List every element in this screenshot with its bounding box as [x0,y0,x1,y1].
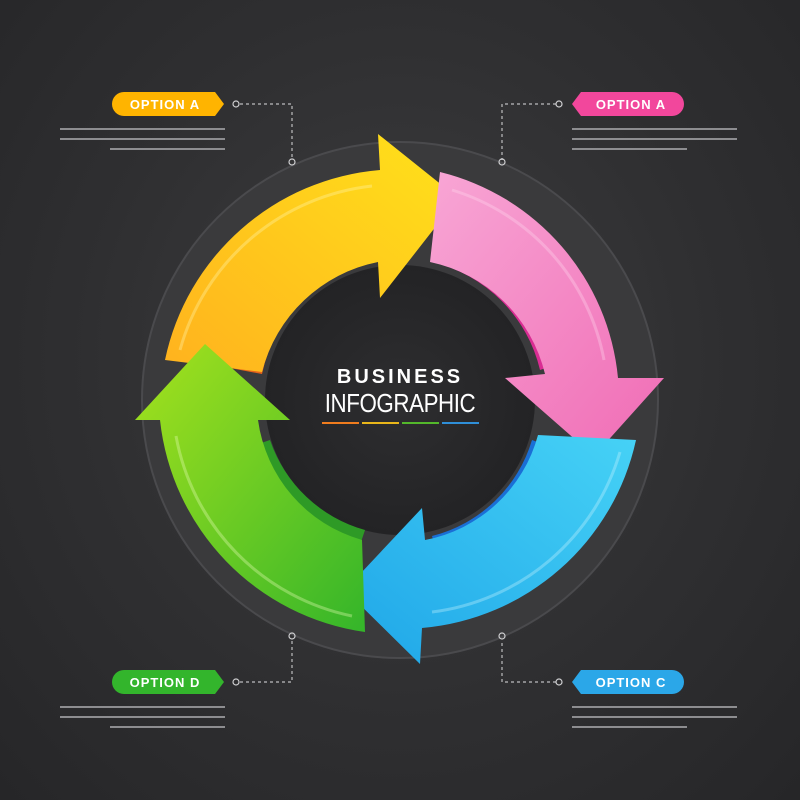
text-placeholder-bottom-right [572,706,737,736]
option-label: OPTION C [595,674,667,690]
connector-top-right [501,103,556,160]
connector-dot [555,678,563,686]
placeholder-line [572,706,737,708]
arrow-highlight [451,188,606,361]
placeholder-line [60,128,225,130]
placeholder-line [110,148,225,150]
placeholder-line [110,726,225,728]
underline-segment-blue [441,422,479,424]
text-placeholder-top-right [572,128,737,158]
arrow-yellow [165,134,458,372]
placeholder-line [572,128,737,130]
center-title: BUSINESS INFOGRAPHIC [300,366,500,424]
connector-dot [555,100,563,108]
arrow-pink [430,172,664,456]
underline-segment-yellow [361,422,399,424]
arrow-highlight [174,435,353,618]
option-label: OPTION A [129,96,201,112]
connector-dot [232,100,240,108]
placeholder-line [572,148,687,150]
placeholder-line [572,726,687,728]
center-disk [265,265,535,535]
connector-dot [498,158,506,166]
arrow-green [135,344,365,632]
connector-dot [232,678,240,686]
connector-dot [288,632,296,640]
option-tag-top-right: OPTION A [572,92,684,116]
underline-segment-green [401,422,439,424]
option-tag-bottom-left: OPTION D [112,670,224,694]
placeholder-line [60,716,225,718]
arrow-highlight [431,451,622,614]
connector-bottom-left [240,640,293,683]
option-label: OPTION D [129,674,201,690]
title-line-business: BUSINESS [336,366,464,388]
title-underline [300,422,500,424]
connector-bottom-right [501,640,556,683]
placeholder-line [60,138,225,140]
option-label: OPTION A [595,96,667,112]
text-placeholder-top-left [60,128,225,158]
placeholder-line [572,138,737,140]
connector-top-left [240,103,293,160]
text-placeholder-bottom-left [60,706,225,736]
placeholder-line [60,706,225,708]
connector-dot [498,632,506,640]
arrow-blue [345,435,636,664]
placeholder-line [572,716,737,718]
option-tag-top-left: OPTION A [112,92,224,116]
underline-segment-orange [321,422,359,424]
arrow-highlight [178,184,373,351]
title-line-infographic: INFOGRAPHIC [324,388,476,418]
option-tag-bottom-right: OPTION C [572,670,684,694]
connector-dot [288,158,296,166]
